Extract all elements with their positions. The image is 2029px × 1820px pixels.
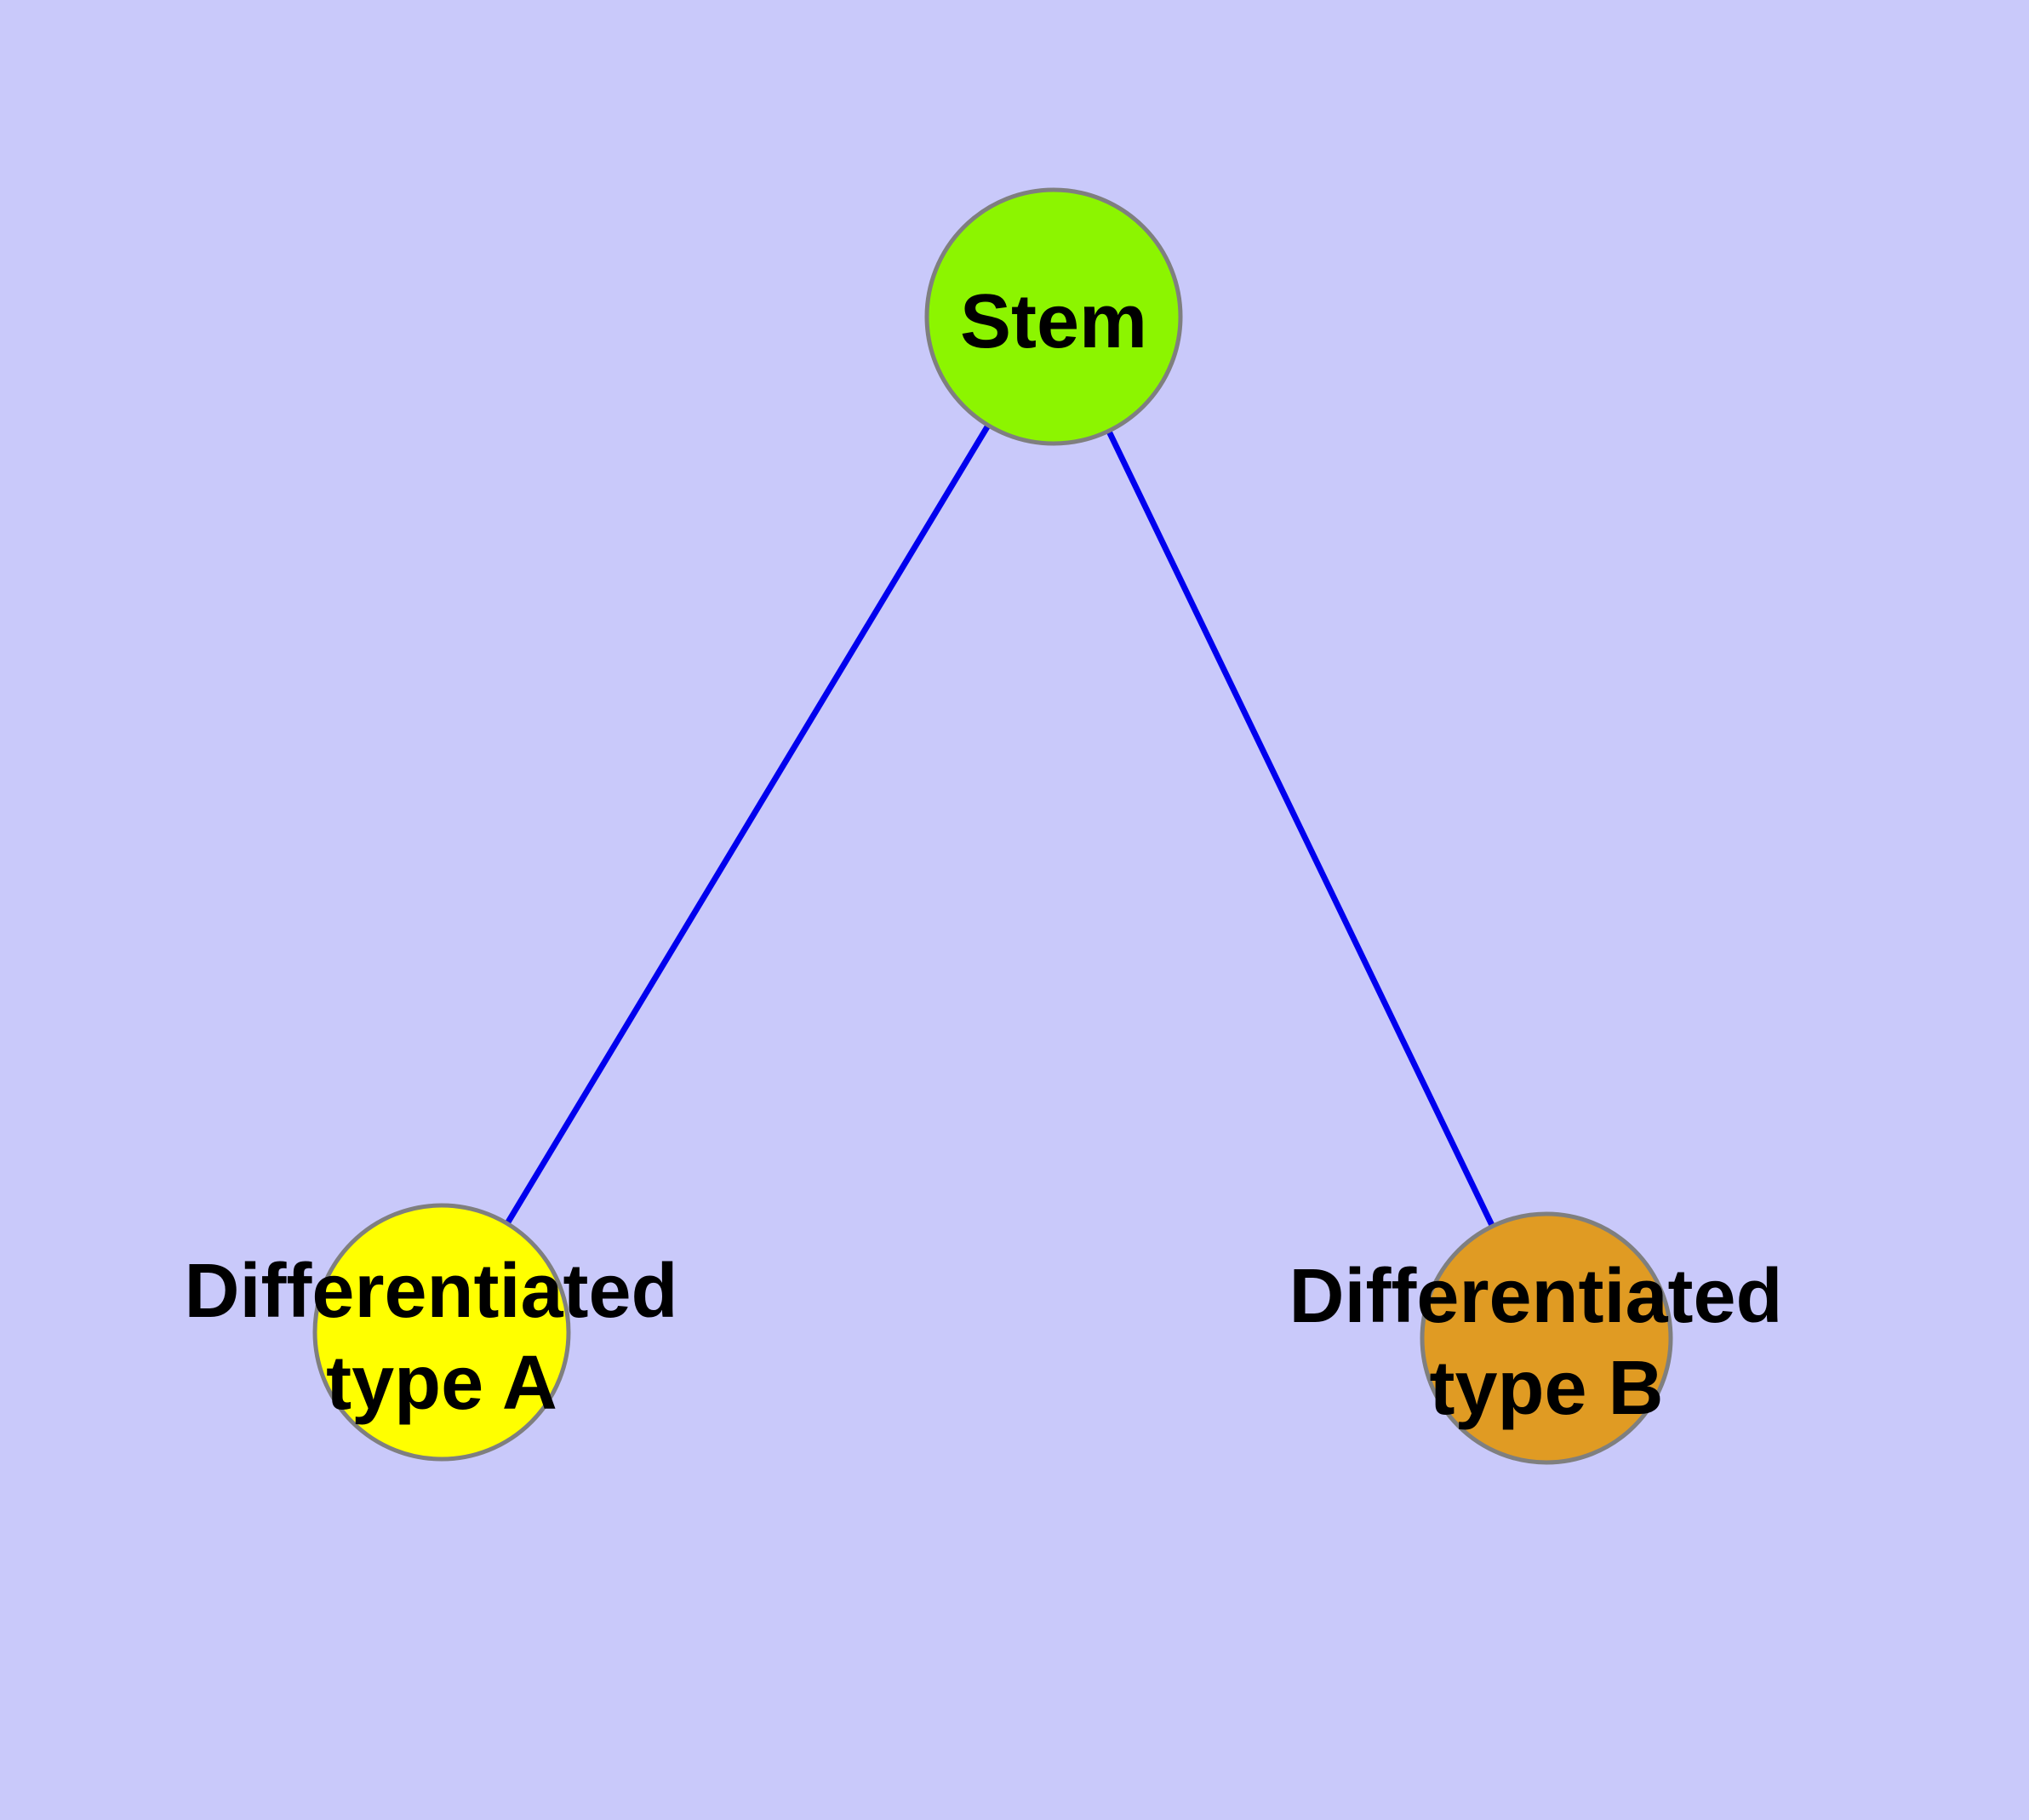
type-a-node-label: Differentiated type A — [184, 1249, 699, 1426]
stem-node-circle — [924, 187, 1183, 446]
type-b-label-line1: Differentiated — [1289, 1254, 1782, 1339]
type-a-label-line1: Differentiated — [184, 1249, 677, 1334]
type-b-node-circle — [1420, 1211, 1673, 1465]
type-b-node-label: Differentiated type B — [1289, 1254, 1803, 1431]
type-a-label-line2: type A — [326, 1341, 557, 1426]
edge-stem-type-a — [439, 315, 1056, 1334]
stem-node-label: Stem — [960, 279, 1147, 364]
type-a-node-circle — [312, 1203, 571, 1462]
type-b-label-line2: type B — [1429, 1346, 1663, 1431]
edge-stem-type-b — [1050, 315, 1550, 1340]
